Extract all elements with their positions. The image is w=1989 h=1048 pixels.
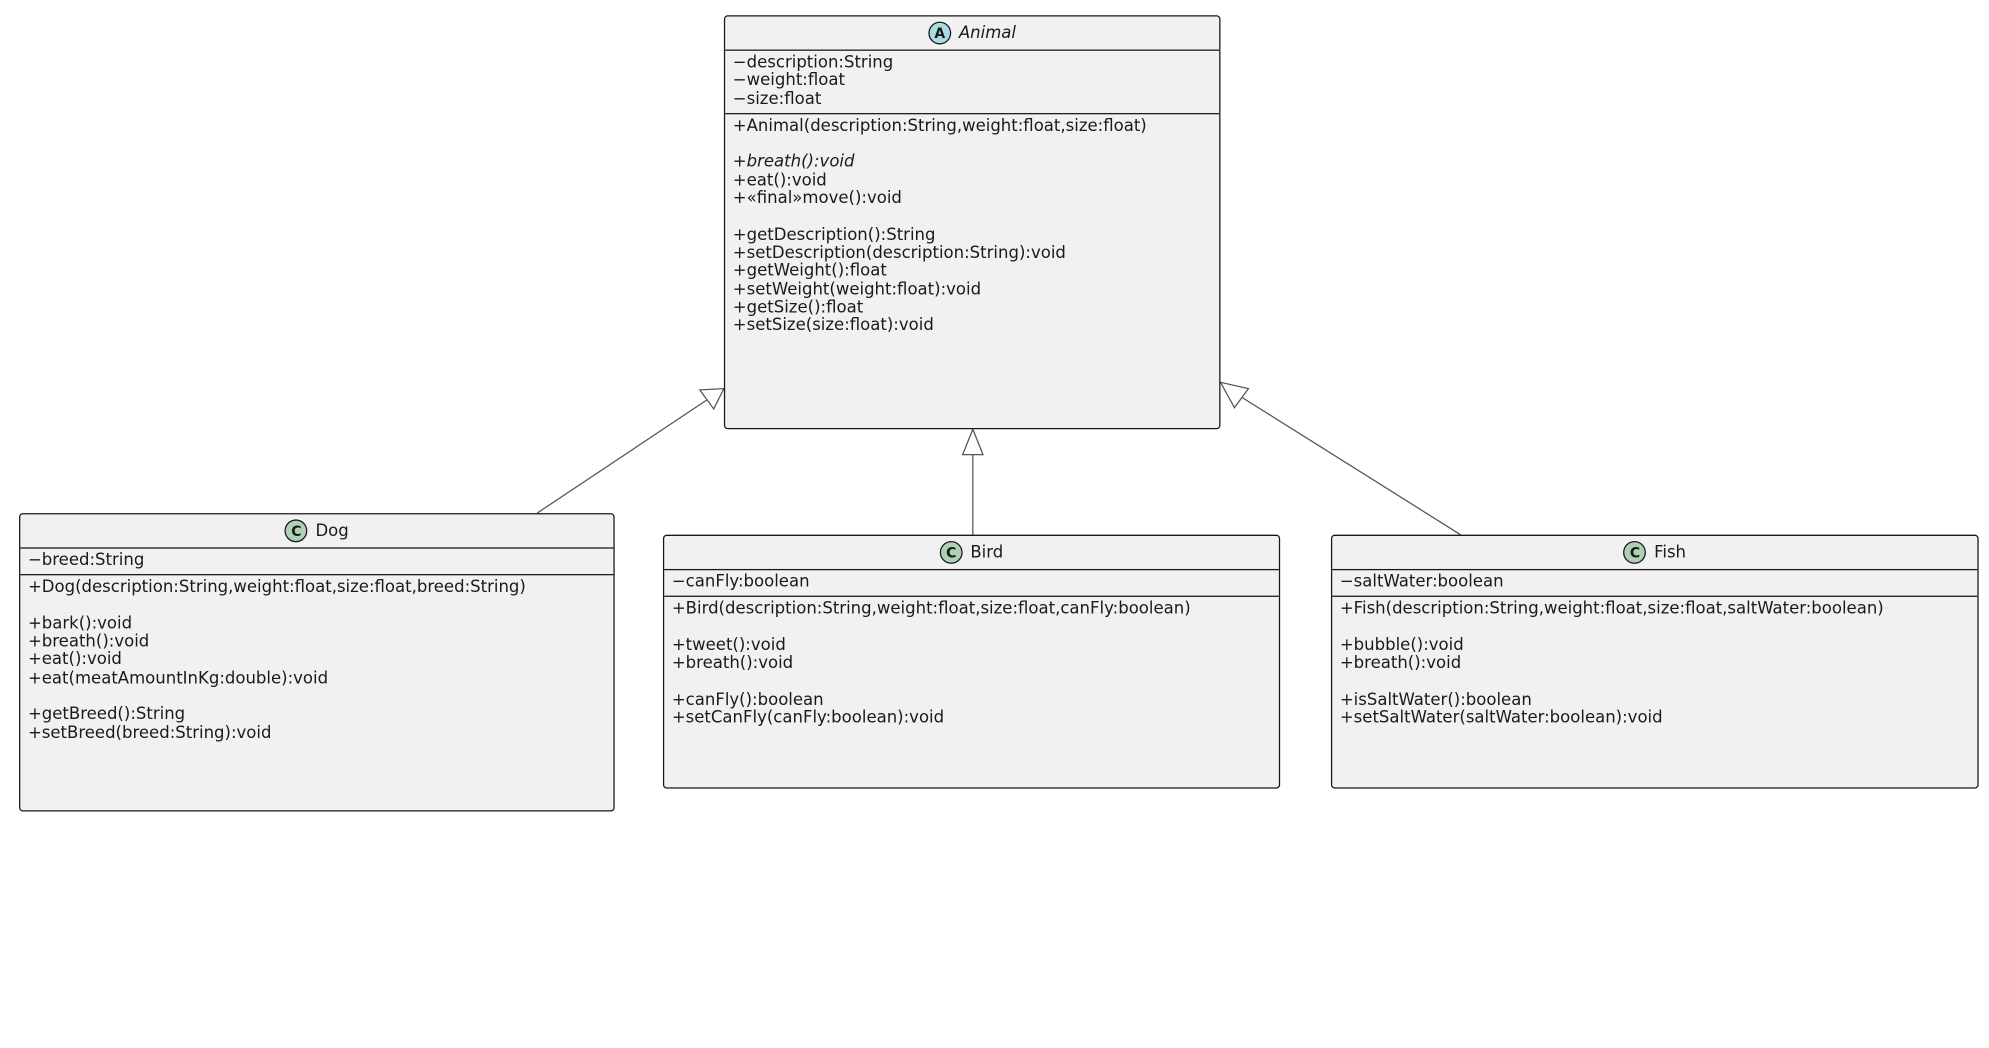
methods-section: +Animal(description:String,weight:float,… [725,114,1219,340]
method-row: +bark():void [27,614,133,634]
method-separator [672,619,1271,637]
inheritance-edges [536,381,1461,536]
attribute-row: −description:String [732,53,894,73]
method-row: +setDescription(description:String):void [732,243,1066,263]
attributes-section: −description:String−weight:float−size:fl… [725,51,1220,115]
method-row: +setSaltWater(saltWater:boolean):void [1339,708,1663,728]
method-row: +setBreed(breed:String):void [27,723,272,743]
method-row: +bubble():void [1339,636,1464,656]
method-row: +eat():void [732,171,827,191]
attributes-section: −canFly:boolean [664,570,1279,598]
class-dog[interactable]: C Dog −breed:String +Dog(description:Str… [19,513,615,812]
method-row: +breath():void [732,153,855,173]
attribute-row: −weight:float [732,71,845,91]
class-header: C Dog [20,514,614,549]
method-row: +tweet():void [671,636,786,656]
method-row: +setWeight(weight:float):void [732,280,982,300]
class-header: C Fish [1332,536,1978,571]
method-row: +getBreed():String [27,705,186,725]
class-name: Fish [1654,542,1687,562]
method-row: +breath():void [1339,654,1462,674]
method-row: +Dog(description:String,weight:float,siz… [27,578,526,598]
class-animal[interactable]: A Animal −description:String−weight:floa… [723,15,1221,430]
method-row: +canFly():boolean [671,690,824,710]
method-row: +breath():void [27,632,150,652]
attribute-row: −size:float [732,89,822,109]
class-header: C Bird [664,536,1279,571]
method-row: +getWeight():float [732,261,887,282]
method-row: +setCanFly(canFly:boolean):void [671,708,945,728]
method-row: +Bird(description:String,weight:float,si… [671,599,1191,619]
class-icon: C [939,541,963,564]
method-row: +eat(meatAmountInKg:double):void [27,669,329,689]
class-icon: C [1623,541,1647,564]
class-icon: C [284,519,308,543]
class-name: Dog [315,521,349,541]
method-row: +eat():void [27,650,122,670]
arrowhead-dog-animal [698,387,725,411]
edge-fish-animal [1241,396,1461,536]
method-row: +breath():void [671,654,794,674]
method-separator [733,136,1212,154]
method-separator [28,688,606,706]
class-header: A Animal [725,17,1220,51]
method-row: +setSize(size:float):void [732,316,934,336]
methods-section: +Dog(description:String,weight:float,siz… [20,576,613,747]
method-row: +getDescription():String [732,225,936,245]
abstract-class-icon: A [928,21,952,45]
method-separator [733,209,1212,227]
method-separator [1340,619,1970,637]
method-row: +«final»move():void [732,189,902,209]
method-row: +Fish(description:String,weight:float,si… [1339,599,1884,619]
arrowhead-fish-animal [1219,381,1250,409]
attributes-section: −breed:String [20,549,614,576]
methods-section: +Fish(description:String,weight:float,si… [1332,597,1977,732]
methods-section: +Bird(description:String,weight:float,si… [664,597,1279,732]
method-separator [1340,674,1970,692]
attribute-row: −canFly:boolean [671,572,810,592]
method-row: +Animal(description:String,weight:float,… [732,116,1147,136]
attributes-section: −saltWater:boolean [1332,570,1978,598]
class-fish[interactable]: C Fish −saltWater:boolean +Fish(descript… [1330,534,1979,789]
method-row: +getSize():float [732,298,864,318]
class-name: Animal [958,23,1016,43]
method-separator [28,598,606,616]
attribute-row: −breed:String [27,551,145,571]
attribute-row: −saltWater:boolean [1339,572,1504,592]
method-separator [672,674,1271,692]
method-row: +isSaltWater():boolean [1339,690,1532,710]
class-bird[interactable]: C Bird −canFly:boolean +Bird(description… [662,534,1281,789]
arrowhead-bird-animal [961,427,984,456]
edge-dog-animal [536,398,710,514]
class-name: Bird [970,542,1004,562]
